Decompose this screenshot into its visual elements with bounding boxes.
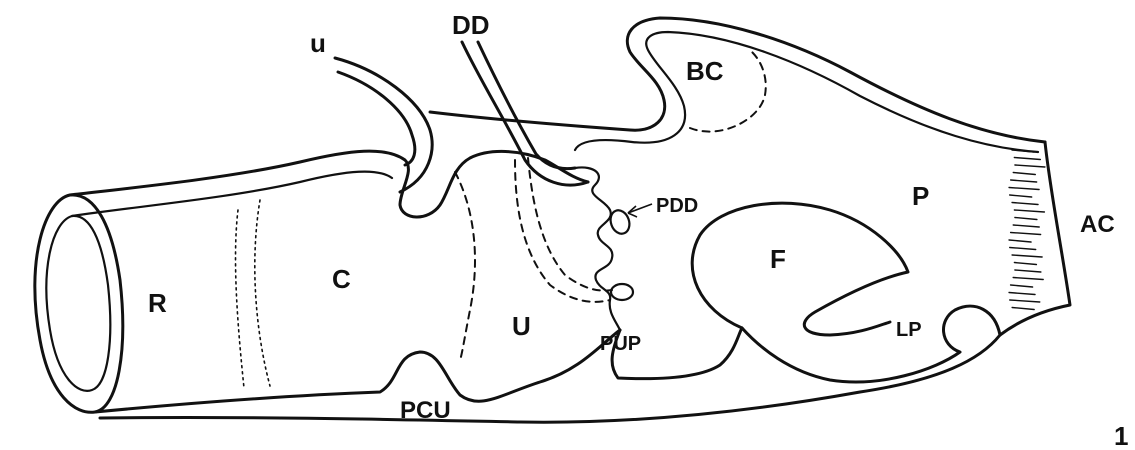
hatch-line — [1013, 173, 1035, 175]
duct-dd — [462, 42, 588, 185]
hatch-line — [1014, 210, 1044, 212]
hatch-line — [1015, 218, 1037, 220]
hatch-line — [1010, 248, 1036, 250]
hatch-line — [1010, 195, 1032, 197]
label-pup: PUP — [600, 333, 641, 355]
hatch-line — [1014, 158, 1040, 160]
anterior-cone-hatching — [1009, 150, 1045, 310]
label-ac: AC — [1080, 211, 1115, 238]
constriction-bands — [236, 200, 270, 388]
hatch-line — [1011, 285, 1033, 287]
hatch-line — [1014, 263, 1036, 265]
sac-f — [692, 203, 908, 335]
label-r: R — [148, 288, 167, 318]
label-f: F — [770, 244, 786, 274]
anterior-cone — [1000, 142, 1070, 335]
hatch-line — [1010, 300, 1040, 302]
vestibule-dashes — [455, 158, 612, 360]
hatch-line — [1009, 240, 1031, 242]
figure-number: 1 — [1114, 421, 1128, 450]
label-lp: LP — [896, 319, 922, 341]
label-u: u — [310, 28, 326, 58]
hatch-line — [1012, 308, 1034, 310]
hatch-line — [1015, 270, 1041, 272]
rectum-opening — [35, 195, 123, 412]
hatch-line — [1009, 293, 1035, 295]
hatch-line — [1015, 165, 1045, 167]
body-outline-upper — [70, 151, 588, 217]
label-u-upper: U — [512, 311, 531, 341]
label-pcu: PCU — [400, 397, 451, 424]
label-c: C — [332, 264, 351, 294]
body-outline-lower — [95, 306, 1000, 422]
pdd-bulb-lower — [611, 284, 633, 300]
hatch-line — [1011, 233, 1041, 235]
hatch-line — [1013, 278, 1043, 280]
body-upper-edge — [430, 18, 1045, 142]
pdd-arrow — [628, 204, 652, 217]
hatch-line — [1013, 225, 1039, 227]
hatch-line — [1012, 255, 1042, 257]
label-dd: DD — [452, 10, 490, 40]
label-p: P — [912, 181, 929, 211]
hatch-line — [1011, 180, 1037, 182]
label-pdd: PDD — [656, 195, 698, 217]
hatch-line — [1009, 188, 1039, 190]
hatch-line — [1012, 203, 1038, 205]
label-bc: BC — [686, 56, 724, 86]
pdd-coil — [575, 167, 620, 330]
